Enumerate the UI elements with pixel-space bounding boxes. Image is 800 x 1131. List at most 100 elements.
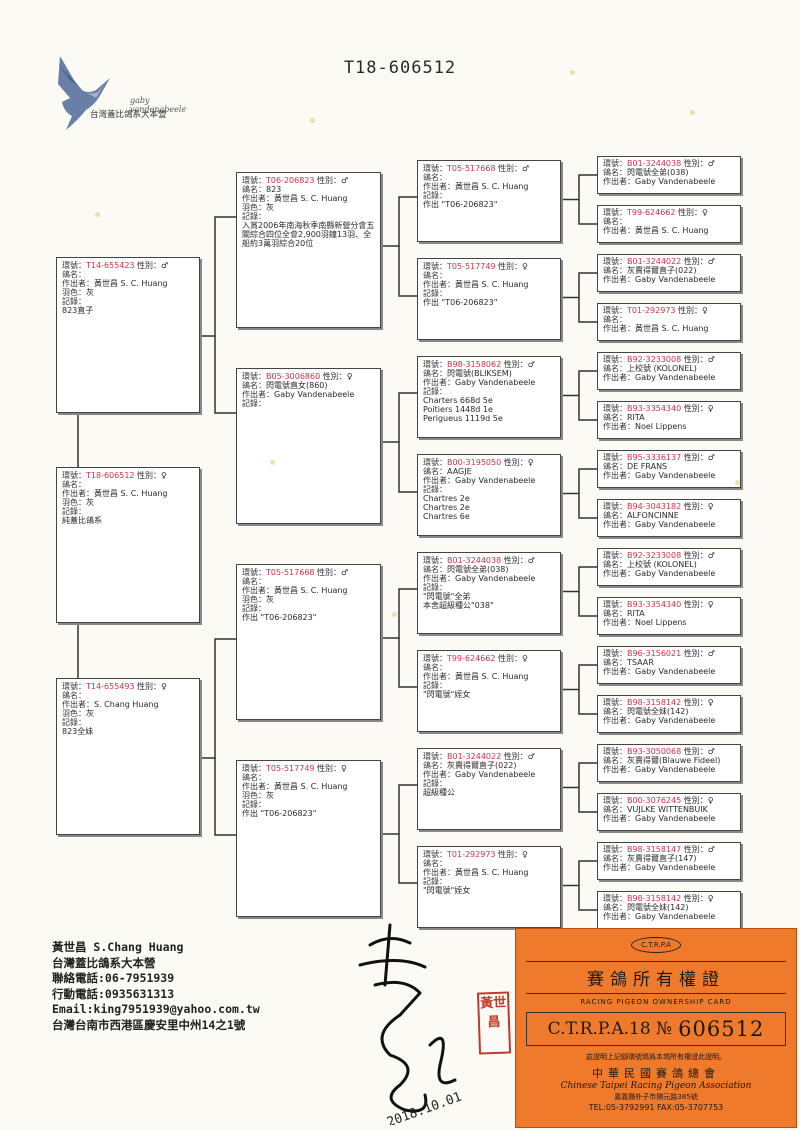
pedigree-line: 鴿名：	[423, 663, 555, 672]
field-value: 作出 "T06-206823"	[242, 613, 317, 622]
field-value: Gaby Vandenabeele	[635, 569, 716, 578]
field-value: 作出 "T06-206823"	[242, 809, 317, 818]
field-label: 鴿名：	[603, 658, 627, 667]
great-grandparent-card[interactable]: 環號：B01-3244038 性別：♂鴿名：閃電號全弟(038)作出者：Gaby…	[417, 552, 561, 634]
great-grandparent-card[interactable]: 環號：T01-292973 性別：♀鴿名：作出者：黃世昌 S. C. Huang…	[417, 846, 561, 928]
field-label: 鴿名：	[62, 691, 86, 700]
contact-email[interactable]: Email:king7951939@yahoo.com.tw	[52, 1002, 260, 1016]
great-great-grandparent-card[interactable]: 環號：B93-3050068 性別：♂鴿名：灰賣得爾(Blauwe Fideel…	[597, 744, 741, 782]
pedigree-line: 作出者：Gaby Vandenabeele	[603, 471, 735, 480]
pedigree-line: Charters 668d 5e	[423, 396, 555, 405]
great-grandparent-card[interactable]: 環號：B98-3158062 性別：♂鴿名：閃電號(BLIKSEM)作出者：Ga…	[417, 356, 561, 438]
pedigree-line: 作出者：Noel Lippens	[603, 618, 735, 627]
pedigree-line: 鴿名：	[242, 773, 375, 782]
pedigree-line: 鴿名：RITA	[603, 609, 735, 618]
pedigree-line: 鴿名：	[603, 315, 735, 324]
pedigree-line: 鴿名：	[423, 173, 555, 182]
pedigree-line: 鴿名：灰賣得爾直子(022)	[423, 761, 555, 770]
pedigree-line: 鴿名：閃電號全弟(038)	[423, 565, 555, 574]
pedigree-line: 作出者：Gaby Vandenabeele	[603, 275, 735, 284]
great-great-grandparent-card[interactable]: 環號：B98-3158142 性別：♀鴿名：閃電號全妹(142)作出者：Gaby…	[597, 695, 741, 733]
pedigree-line: 記錄：	[423, 877, 555, 886]
great-great-grandparent-card[interactable]: 環號：B01-3244038 性別：♂鴿名：閃電號全弟(038)作出者：Gaby…	[597, 156, 741, 194]
pedigree-line: 記錄：	[62, 718, 194, 727]
sex-field: 性別：♀	[501, 458, 534, 467]
great-grandparent-card[interactable]: 環號：B01-3244022 性別：♂鴿名：灰賣得爾直子(022)作出者：Gab…	[417, 748, 561, 830]
pedigree-line: 作出者：Noel Lippens	[603, 422, 735, 431]
field-label: 羽色：	[242, 203, 266, 212]
sire-card[interactable]: 環號：T14-655423 性別：♂鴿名：作出者：黃世昌 S. C. Huang…	[56, 257, 200, 413]
pedigree-line: 作出者：Gaby Vandenabeele	[603, 373, 735, 382]
sex-field: 性別：♀	[681, 894, 714, 903]
ring-number: B98-3158147	[627, 845, 682, 854]
field-label: 作出者：	[423, 672, 455, 681]
great-grandparent-card[interactable]: 環號：T05-517668 性別：♂鴿名：作出者：黃世昌 S. C. Huang…	[417, 160, 561, 242]
pedigree-line: 鴿名：VUJLKE WITTENBUIK	[603, 805, 735, 814]
field-value: RITA	[627, 609, 645, 618]
field-label: 記錄：	[423, 485, 447, 494]
pedigree-line: 環號：T05-517668 性別：♂	[423, 164, 555, 173]
pedigree-line: 作出者：Gaby Vandenabeele	[603, 814, 735, 823]
sex-field: 性別：♀	[675, 306, 708, 315]
field-value: 黃世昌 S. C. Huang	[274, 586, 348, 595]
field-value: 黃世昌 S. C. Huang	[274, 194, 348, 203]
field-label: 環號：	[62, 682, 86, 691]
dam-dam-card[interactable]: 環號：T05-517749 性別：♀鴿名：作出者：黃世昌 S. C. Huang…	[236, 760, 381, 917]
field-label: 作出者：	[62, 700, 94, 709]
association-phone-fax: TEL:05-3792991 FAX:05-3707753	[588, 1103, 724, 1112]
pedigree-line: 823直子	[62, 306, 194, 315]
field-label: 環號：	[603, 502, 627, 511]
subject-pigeon-card[interactable]: 環號：T18-606512 性別：♀鴿名：作出者：黃世昌 S. C. Huang…	[56, 467, 200, 623]
great-great-grandparent-card[interactable]: 環號：B92-3233008 性別：♂鴿名：上校號 (KOLONEL)作出者：G…	[597, 548, 741, 586]
field-label: 環號：	[603, 257, 627, 266]
sire-dam-card[interactable]: 環號：B05-3006860 性別：♀鴿名：閃電號直女(860)作出者：Gaby…	[236, 368, 381, 524]
pedigree-line: 作出者：Gaby Vandenabeele	[423, 378, 555, 387]
great-great-grandparent-card[interactable]: 環號：B01-3244022 性別：♂鴿名：灰賣得爾直子(022)作出者：Gab…	[597, 254, 741, 292]
pedigree-line: 環號：B98-3158142 性別：♀	[603, 894, 735, 903]
pedigree-line: 鴿名：	[62, 691, 194, 700]
great-great-grandparent-card[interactable]: 環號：T01-292973 性別：♀鴿名：作出者：黃世昌 S. C. Huang	[597, 303, 741, 341]
field-label: 記錄：	[242, 604, 266, 613]
great-great-grandparent-card[interactable]: 環號：T99-624662 性別：♀鴿名：作出者：黃世昌 S. C. Huang	[597, 205, 741, 243]
pedigree-line: 鴿名：灰賣得爾直子(147)	[603, 854, 735, 863]
field-label: 環號：	[603, 159, 627, 168]
field-label: 環號：	[423, 262, 447, 271]
pedigree-line: 作出 "T06-206823"	[423, 298, 555, 307]
great-great-grandparent-card[interactable]: 環號：B98-3158142 性別：♀鴿名：閃電號全妹(142)作出者：Gaby…	[597, 891, 741, 929]
pigeon-logo-icon	[58, 56, 110, 130]
sex-field: 性別：♂	[681, 551, 715, 560]
field-label: 作出者：	[62, 279, 94, 288]
pedigree-line: 作出者：黃世昌 S. C. Huang	[242, 194, 375, 203]
field-label: 鴿名：	[603, 903, 627, 912]
field-label: 作出者：	[603, 716, 635, 725]
mobile-phone: 行動電話:0935631313	[52, 986, 175, 1001]
field-label: 記錄：	[62, 297, 86, 306]
field-label: 鴿名：	[603, 560, 627, 569]
pedigree-line: 鴿名：閃電號全弟(038)	[603, 168, 735, 177]
pedigree-line: 作出者：Gaby Vandenabeele	[242, 390, 375, 399]
field-label: 環號：	[423, 360, 447, 369]
field-label: 環號：	[603, 600, 627, 609]
ring-number: B05-3006860	[266, 372, 321, 381]
great-great-grandparent-card[interactable]: 環號：B92-3233008 性別：♂鴿名：上校號 (KOLONEL)作出者：G…	[597, 352, 741, 390]
dam-sire-card[interactable]: 環號：T05-517668 性別：♂鴿名：作出者：黃世昌 S. C. Huang…	[236, 564, 381, 720]
handwritten-signature: 2018.10.01	[358, 923, 464, 1125]
field-label: 作出者：	[603, 667, 635, 676]
field-value: 灰	[266, 203, 274, 212]
pedigree-line: 環號：B98-3158147 性別：♂	[603, 845, 735, 854]
great-great-grandparent-card[interactable]: 環號：B98-3158147 性別：♂鴿名：灰賣得爾直子(147)作出者：Gab…	[597, 842, 741, 880]
great-grandparent-card[interactable]: 環號：T05-517749 性別：♀鴿名：作出者：黃世昌 S. C. Huang…	[417, 258, 561, 340]
field-label: 環號：	[242, 372, 266, 381]
ring-number: B01-3244022	[627, 257, 682, 266]
great-grandparent-card[interactable]: 環號：T99-624662 性別：♀鴿名：作出者：黃世昌 S. C. Huang…	[417, 650, 561, 732]
